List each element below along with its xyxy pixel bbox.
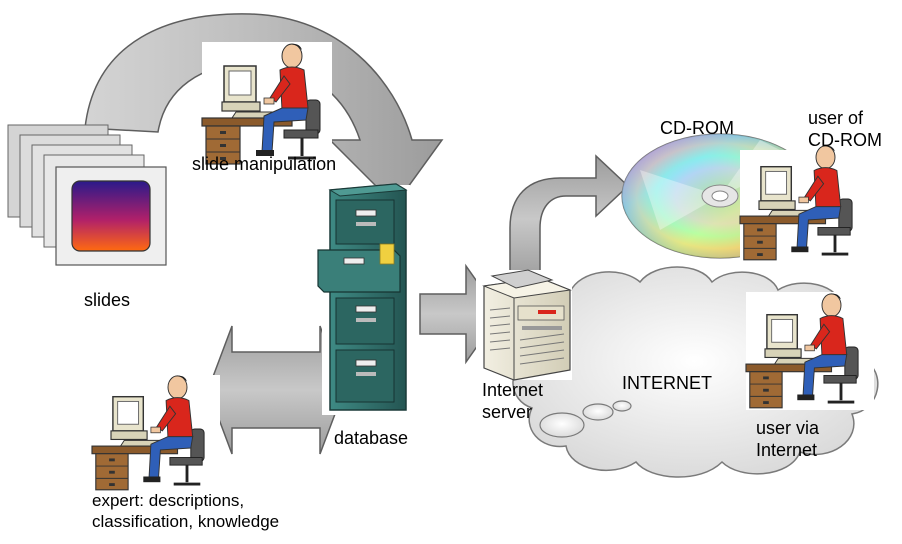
- internet-server-label-line2: server: [482, 402, 533, 422]
- server-icon: [476, 269, 572, 381]
- cdrom-user-label-line2: CD-ROM: [808, 130, 882, 150]
- database-label: database: [334, 428, 409, 448]
- filing-cabinet-icon: [317, 183, 410, 415]
- internet-user-label-line1: user via: [756, 418, 820, 438]
- slide-manipulation-workstation-icon: [200, 42, 332, 166]
- cdrom-user-workstation-icon: [738, 144, 868, 262]
- expert-label-line1: expert: descriptions,: [92, 491, 245, 510]
- slide-stack-icon: [7, 124, 167, 266]
- cdrom-user-label-line1: user of: [808, 108, 864, 128]
- slides-label: slides: [84, 290, 131, 310]
- slide-manipulation-label: slide manipulation: [192, 154, 337, 174]
- internet-label: INTERNET: [622, 373, 712, 393]
- server-to-cdrom-curved-arrow: [509, 154, 630, 283]
- internet-server-label-line1: Internet: [482, 380, 544, 400]
- expert-label-line2: classification, knowledge: [92, 512, 280, 531]
- internet-user-workstation-icon: [744, 292, 874, 410]
- expert-workstation-icon: [90, 374, 220, 492]
- cdrom-label: CD-ROM: [660, 118, 734, 138]
- internet-user-label-line2: Internet: [756, 440, 818, 460]
